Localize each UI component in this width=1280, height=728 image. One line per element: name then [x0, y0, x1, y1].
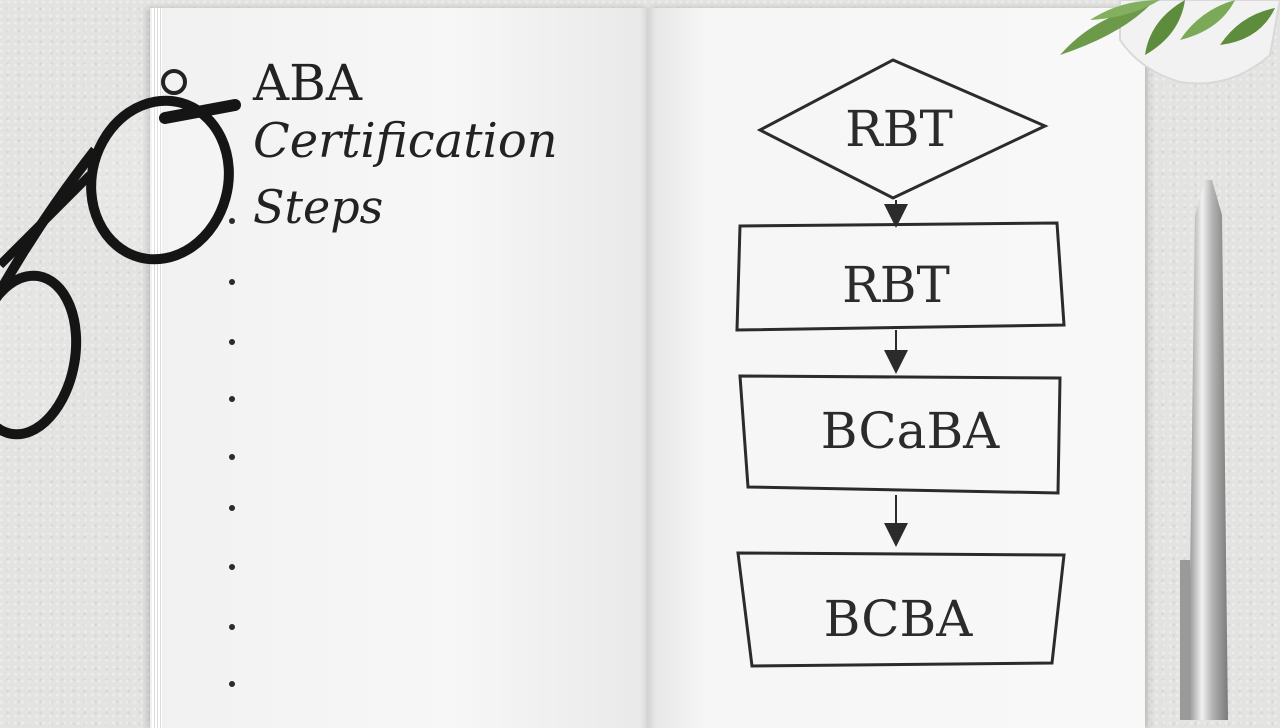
notebook-left-page	[150, 8, 648, 728]
notebook-page-edges	[152, 8, 162, 728]
bullet-point	[229, 624, 235, 630]
bullet-point	[229, 564, 235, 570]
bullet-point	[229, 339, 235, 345]
flow-step-label: BCBA	[824, 590, 974, 648]
flow-step-label: RBT	[845, 100, 953, 158]
bullet-point	[229, 454, 235, 460]
title-line-3: Steps	[253, 180, 384, 234]
potted-plant-image	[1060, 0, 1280, 85]
bullet-point	[229, 396, 235, 402]
flow-step-label: BCaBA	[821, 402, 1000, 460]
title-line-2: Certification	[253, 113, 558, 169]
flow-step-box: BCBA	[736, 551, 1066, 668]
bullet-point	[229, 279, 235, 285]
eyeglasses-image	[0, 69, 241, 440]
notebook-spine	[640, 8, 656, 728]
flow-step-box: BCaBA	[738, 374, 1062, 495]
flow-step-box: RBT	[735, 221, 1066, 332]
title-line-1: ABA	[253, 54, 362, 112]
flow-step-diamond: RBT	[756, 58, 1049, 200]
bullet-point	[229, 218, 235, 224]
bullet-point	[229, 505, 235, 511]
bullet-point	[229, 681, 235, 687]
flow-step-label: RBT	[842, 256, 950, 314]
